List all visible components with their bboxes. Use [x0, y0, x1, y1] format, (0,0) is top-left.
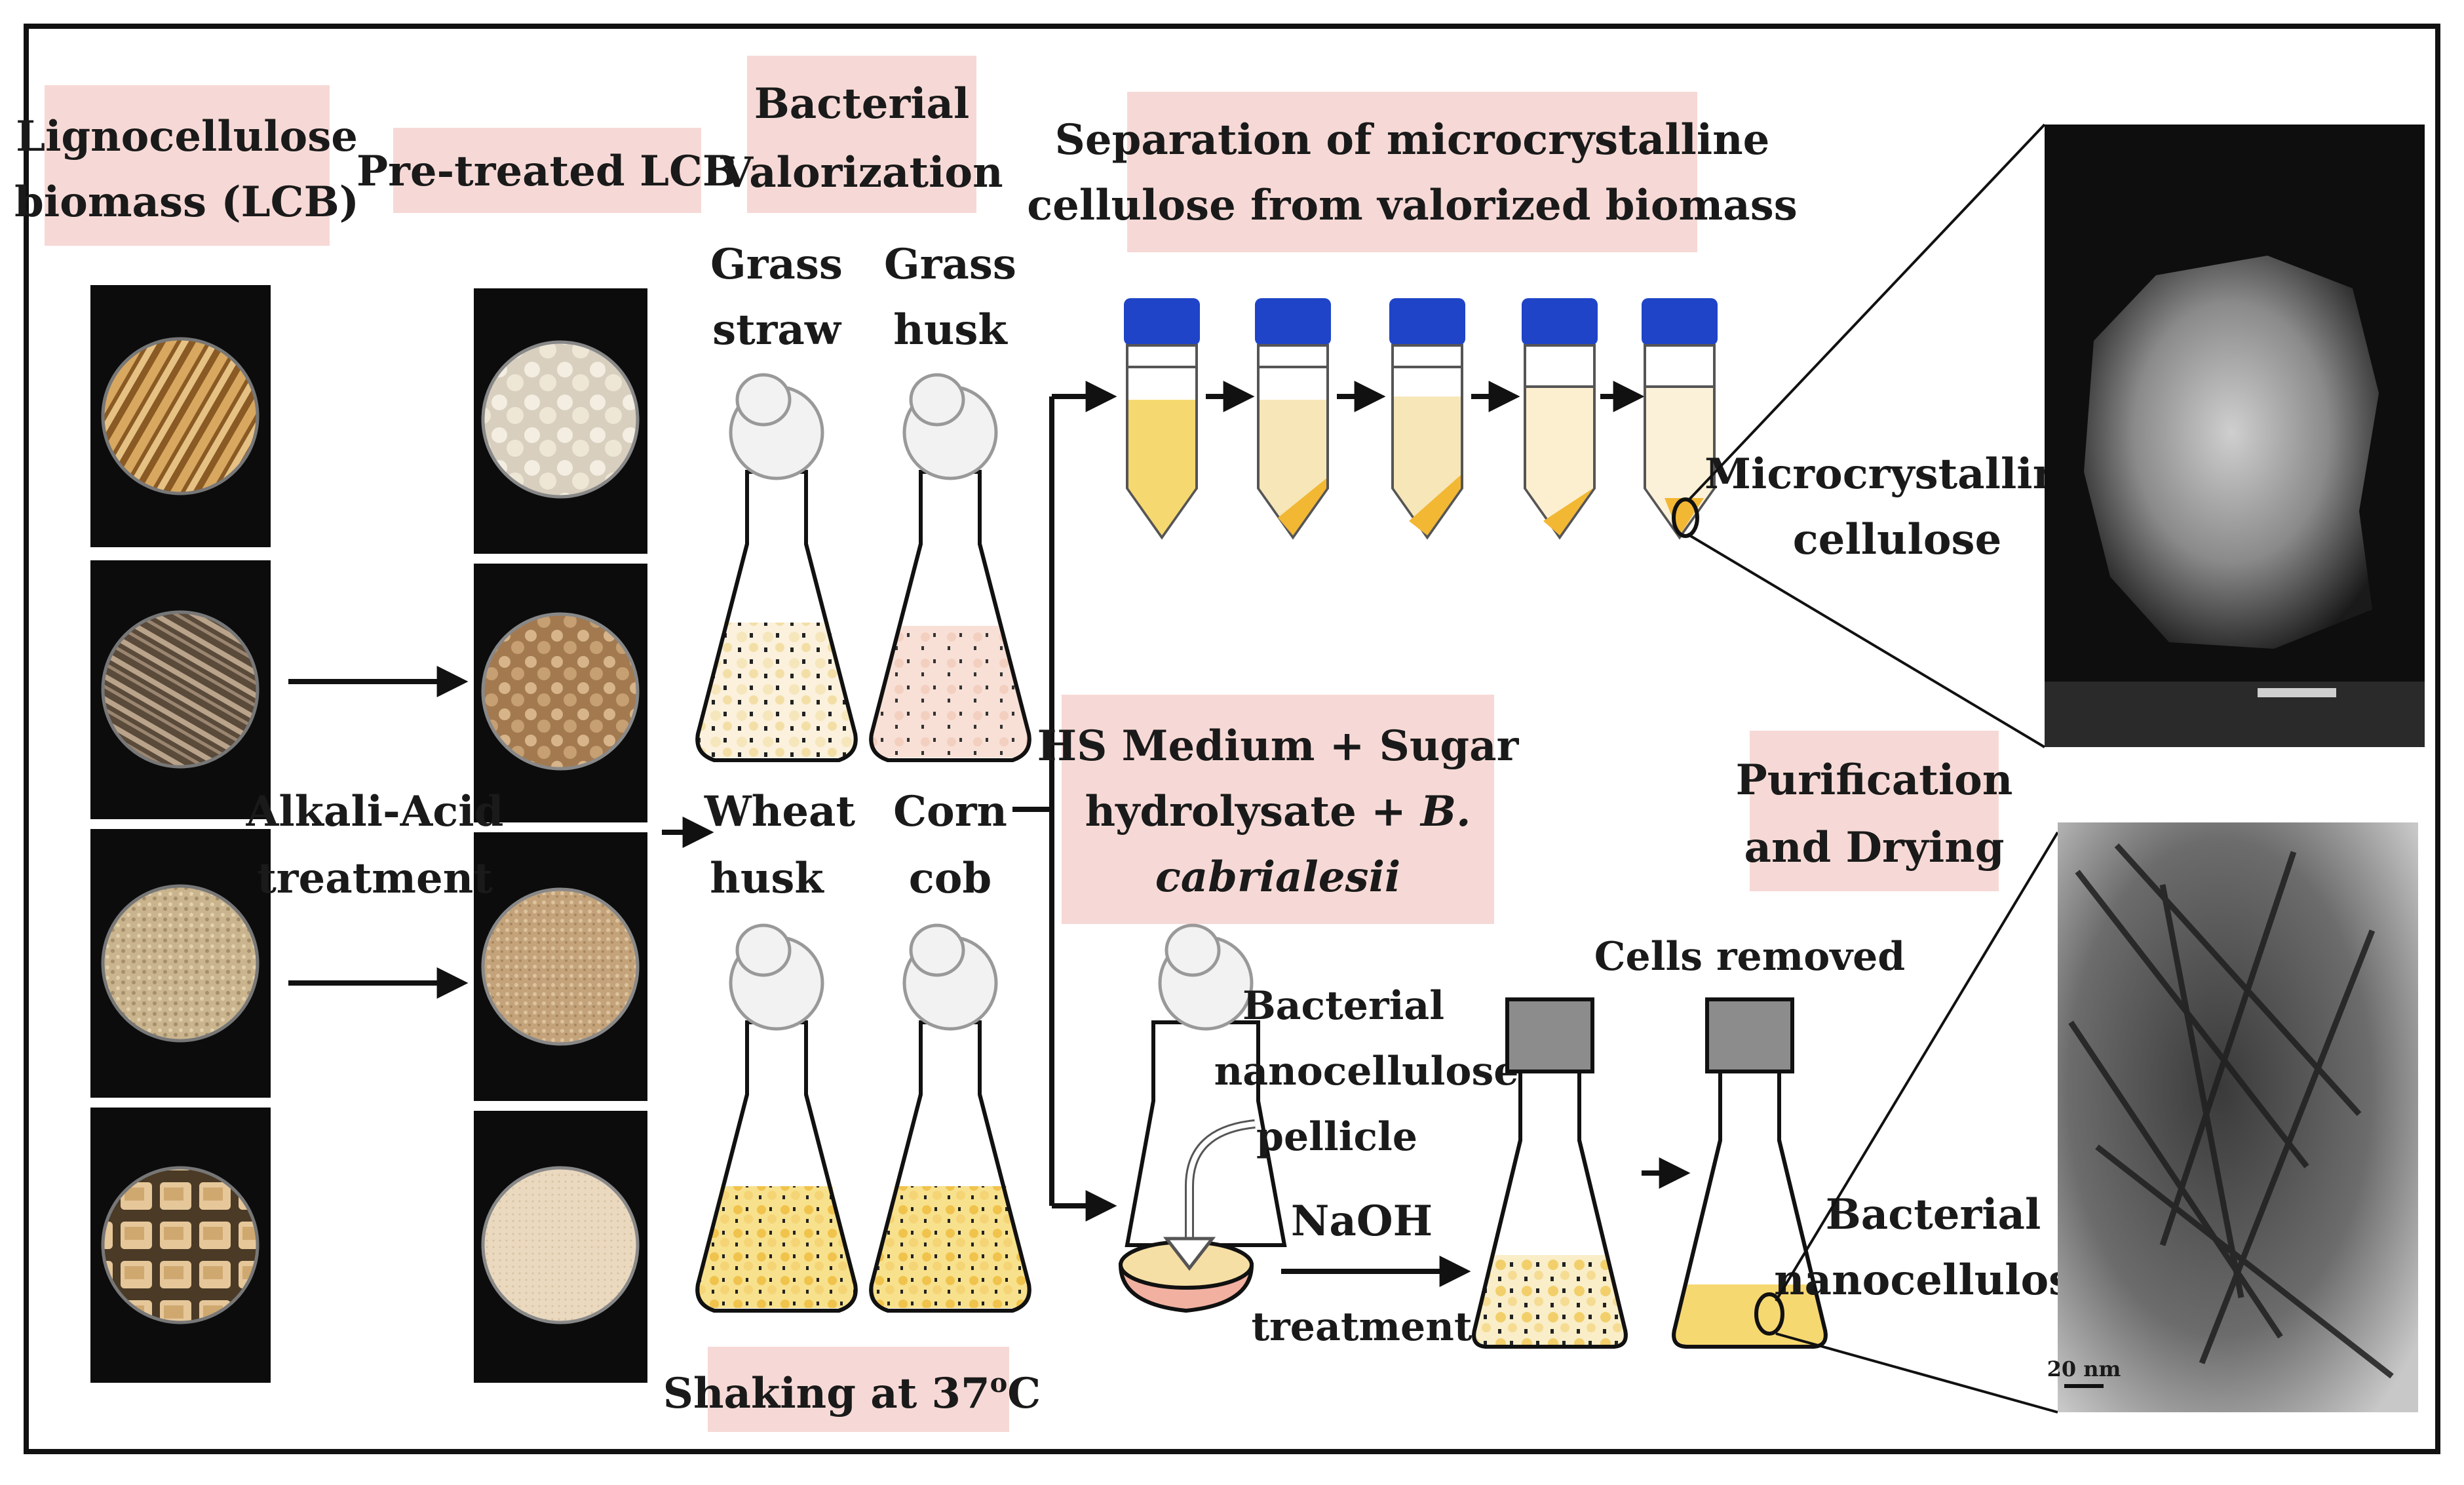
- bnc-line2: nanocellulose: [1774, 1256, 2099, 1305]
- label-pretreated: Pre-treated LCB: [356, 128, 738, 213]
- alkali-acid-section: Alkali-Acid treatment: [246, 666, 504, 999]
- hs-line1: HS Medium + Sugar: [1037, 722, 1520, 771]
- shaking-text: Shaking at 37oC: [663, 1368, 1041, 1418]
- valorization-line1: Bacterial: [754, 79, 970, 128]
- tube-2: [1255, 298, 1331, 540]
- zoom-line-tem-bottom: [1775, 1332, 2058, 1414]
- tem-image-bnc: 20 nm: [2047, 822, 2418, 1412]
- mcc-line2: cellulose: [1793, 515, 2002, 564]
- grass-husk-line2: husk: [893, 305, 1008, 355]
- branch-connector: [1012, 381, 1117, 1222]
- alkali-line1: Alkali-Acid: [246, 787, 504, 836]
- flask-grass-straw: [695, 373, 858, 762]
- zoom-line-tem-top: [1775, 831, 2059, 1302]
- lcb-line2: biomass (LCB): [14, 178, 359, 227]
- label-lcb: Lignocellulose biomass (LCB): [14, 85, 359, 246]
- mcc-line1: Microcrystalline: [1704, 450, 2090, 499]
- corn-cob-line1: Corn: [893, 787, 1007, 836]
- grass-straw-line2: straw: [712, 305, 842, 355]
- naoh-label: NaOH: [1291, 1197, 1433, 1246]
- tem-scale-label: 20 nm: [2047, 1357, 2121, 1381]
- bnp-line1: Bacterial: [1242, 983, 1444, 1029]
- flask-grass-husk: [869, 373, 1031, 762]
- grass-husk-line1: Grass: [884, 240, 1016, 289]
- grass-straw-line1: Grass: [710, 240, 843, 289]
- tube-3: [1389, 298, 1465, 540]
- pretreated-photos: [474, 288, 647, 1383]
- label-bacterial-valorization: Bacterial Valorization: [720, 56, 1003, 213]
- label-hs-medium: HS Medium + Sugar hydrolysate + B. cabri…: [1037, 695, 1520, 924]
- valorization-line2: Valorization: [720, 148, 1003, 197]
- label-shaking: Shaking at 37oC: [663, 1347, 1041, 1432]
- flask-naoh: [1472, 997, 1628, 1349]
- pretreated-label: Pre-treated LCB: [356, 147, 738, 196]
- label-purification: Purification and Drying: [1736, 731, 2013, 891]
- bnc-line1: Bacterial: [1826, 1190, 2041, 1239]
- flask-wheat-husk: [695, 923, 858, 1313]
- flask-bnc-pellicle: [1118, 923, 1287, 1313]
- flask-labels: Grass straw Grass husk Wheat husk Corn c…: [704, 240, 1016, 903]
- sem-image-mcc: [2045, 125, 2425, 747]
- alkali-line2: treatment: [257, 854, 493, 903]
- hs-line2: hydrolysate + B.: [1085, 787, 1471, 836]
- separation-line2: cellulose from valorized biomass: [1027, 181, 1798, 230]
- corn-cob-line2: cob: [909, 854, 991, 903]
- purification-line2: and Drying: [1744, 823, 2004, 872]
- lcb-line1: Lignocellulose: [16, 112, 358, 161]
- raw-lcb-photos: [90, 285, 271, 1383]
- tube-1: [1124, 298, 1200, 540]
- tube-4: [1522, 298, 1598, 540]
- tube-5: [1642, 298, 1718, 540]
- zoom-line-sem-top: [1686, 123, 2046, 503]
- label-separation: Separation of microcrystalline cellulose…: [1027, 92, 1798, 252]
- treatment-label: treatment: [1251, 1304, 1472, 1350]
- purification-line1: Purification: [1736, 756, 2013, 805]
- flask-corn-cob: [869, 923, 1031, 1313]
- separation-line1: Separation of microcrystalline: [1055, 115, 1770, 164]
- wheat-husk-line2: husk: [710, 854, 824, 903]
- cells-removed-label: Cells removed: [1594, 934, 1905, 980]
- hs-line3: cabrialesii: [1155, 853, 1400, 902]
- flask-purified: [1672, 997, 1828, 1349]
- bnp-line3: pellicle: [1256, 1114, 1417, 1160]
- zoom-line-sem-bottom: [1686, 533, 2046, 748]
- wheat-husk-line1: Wheat: [704, 787, 856, 836]
- bnp-line2: nanocellulose: [1214, 1049, 1519, 1094]
